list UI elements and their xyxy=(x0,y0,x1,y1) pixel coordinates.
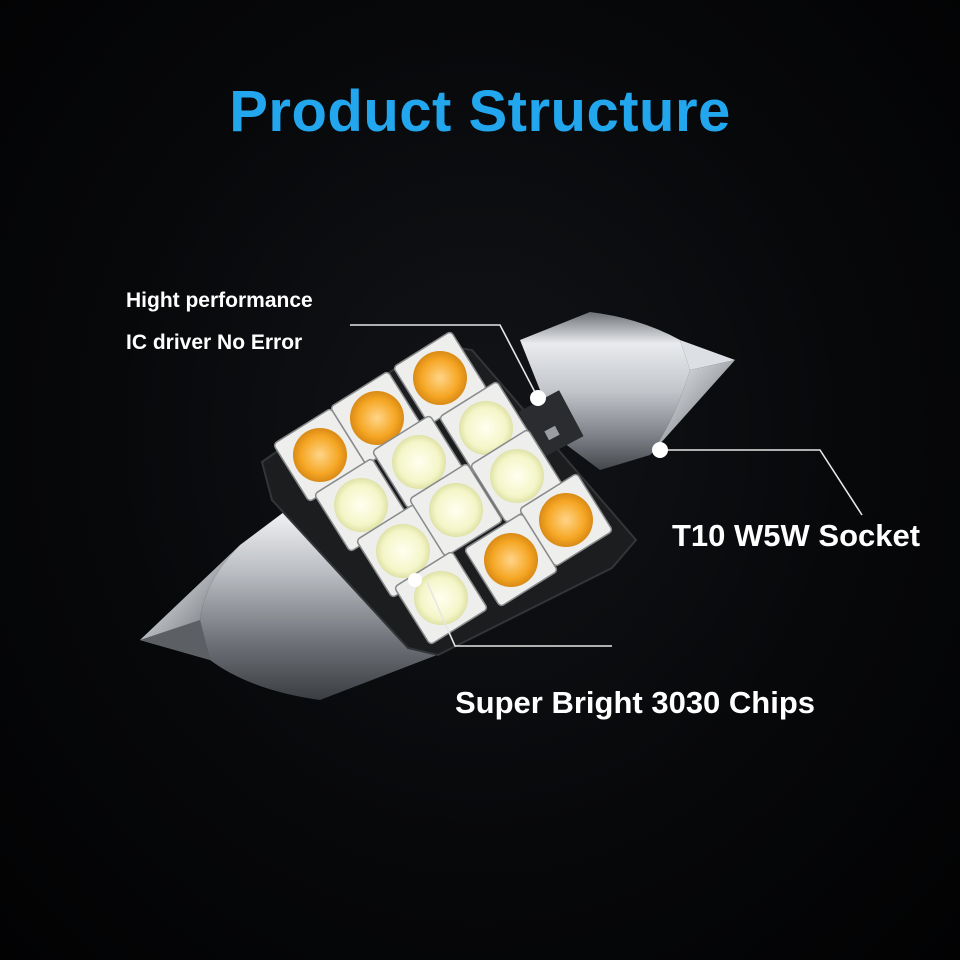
chips-callout-line xyxy=(426,581,612,647)
socket-callout-line xyxy=(660,449,863,516)
led-chip-cool xyxy=(429,483,483,537)
led-chip-cool xyxy=(334,478,388,532)
led-chip-warm xyxy=(484,533,538,587)
page-title: Product Structure xyxy=(229,79,731,144)
chips-label: Super Bright 3030 Chips xyxy=(455,685,816,720)
led-chip-warm xyxy=(413,351,467,405)
led-chip-cool xyxy=(459,401,513,455)
ic-driver-label-line1: Hight performance xyxy=(126,289,313,312)
chips-callout-dot xyxy=(408,573,422,587)
led-chip-cool xyxy=(490,449,544,503)
led-chip-cool xyxy=(414,571,468,625)
led-chip-warm xyxy=(350,391,404,445)
ic-driver-label-line2: IC driver No Error xyxy=(126,331,303,354)
ic-driver-callout-line xyxy=(350,324,539,399)
callout-lines xyxy=(350,324,863,647)
led-chip-cool xyxy=(392,435,446,489)
led-chip-warm xyxy=(539,493,593,547)
led-chip-warm xyxy=(293,428,347,482)
led-chip-cool xyxy=(376,524,430,578)
socket-callout-dot xyxy=(652,442,668,458)
ic-driver-callout-dot xyxy=(530,390,546,406)
socket-label: T10 W5W Socket xyxy=(672,518,921,553)
